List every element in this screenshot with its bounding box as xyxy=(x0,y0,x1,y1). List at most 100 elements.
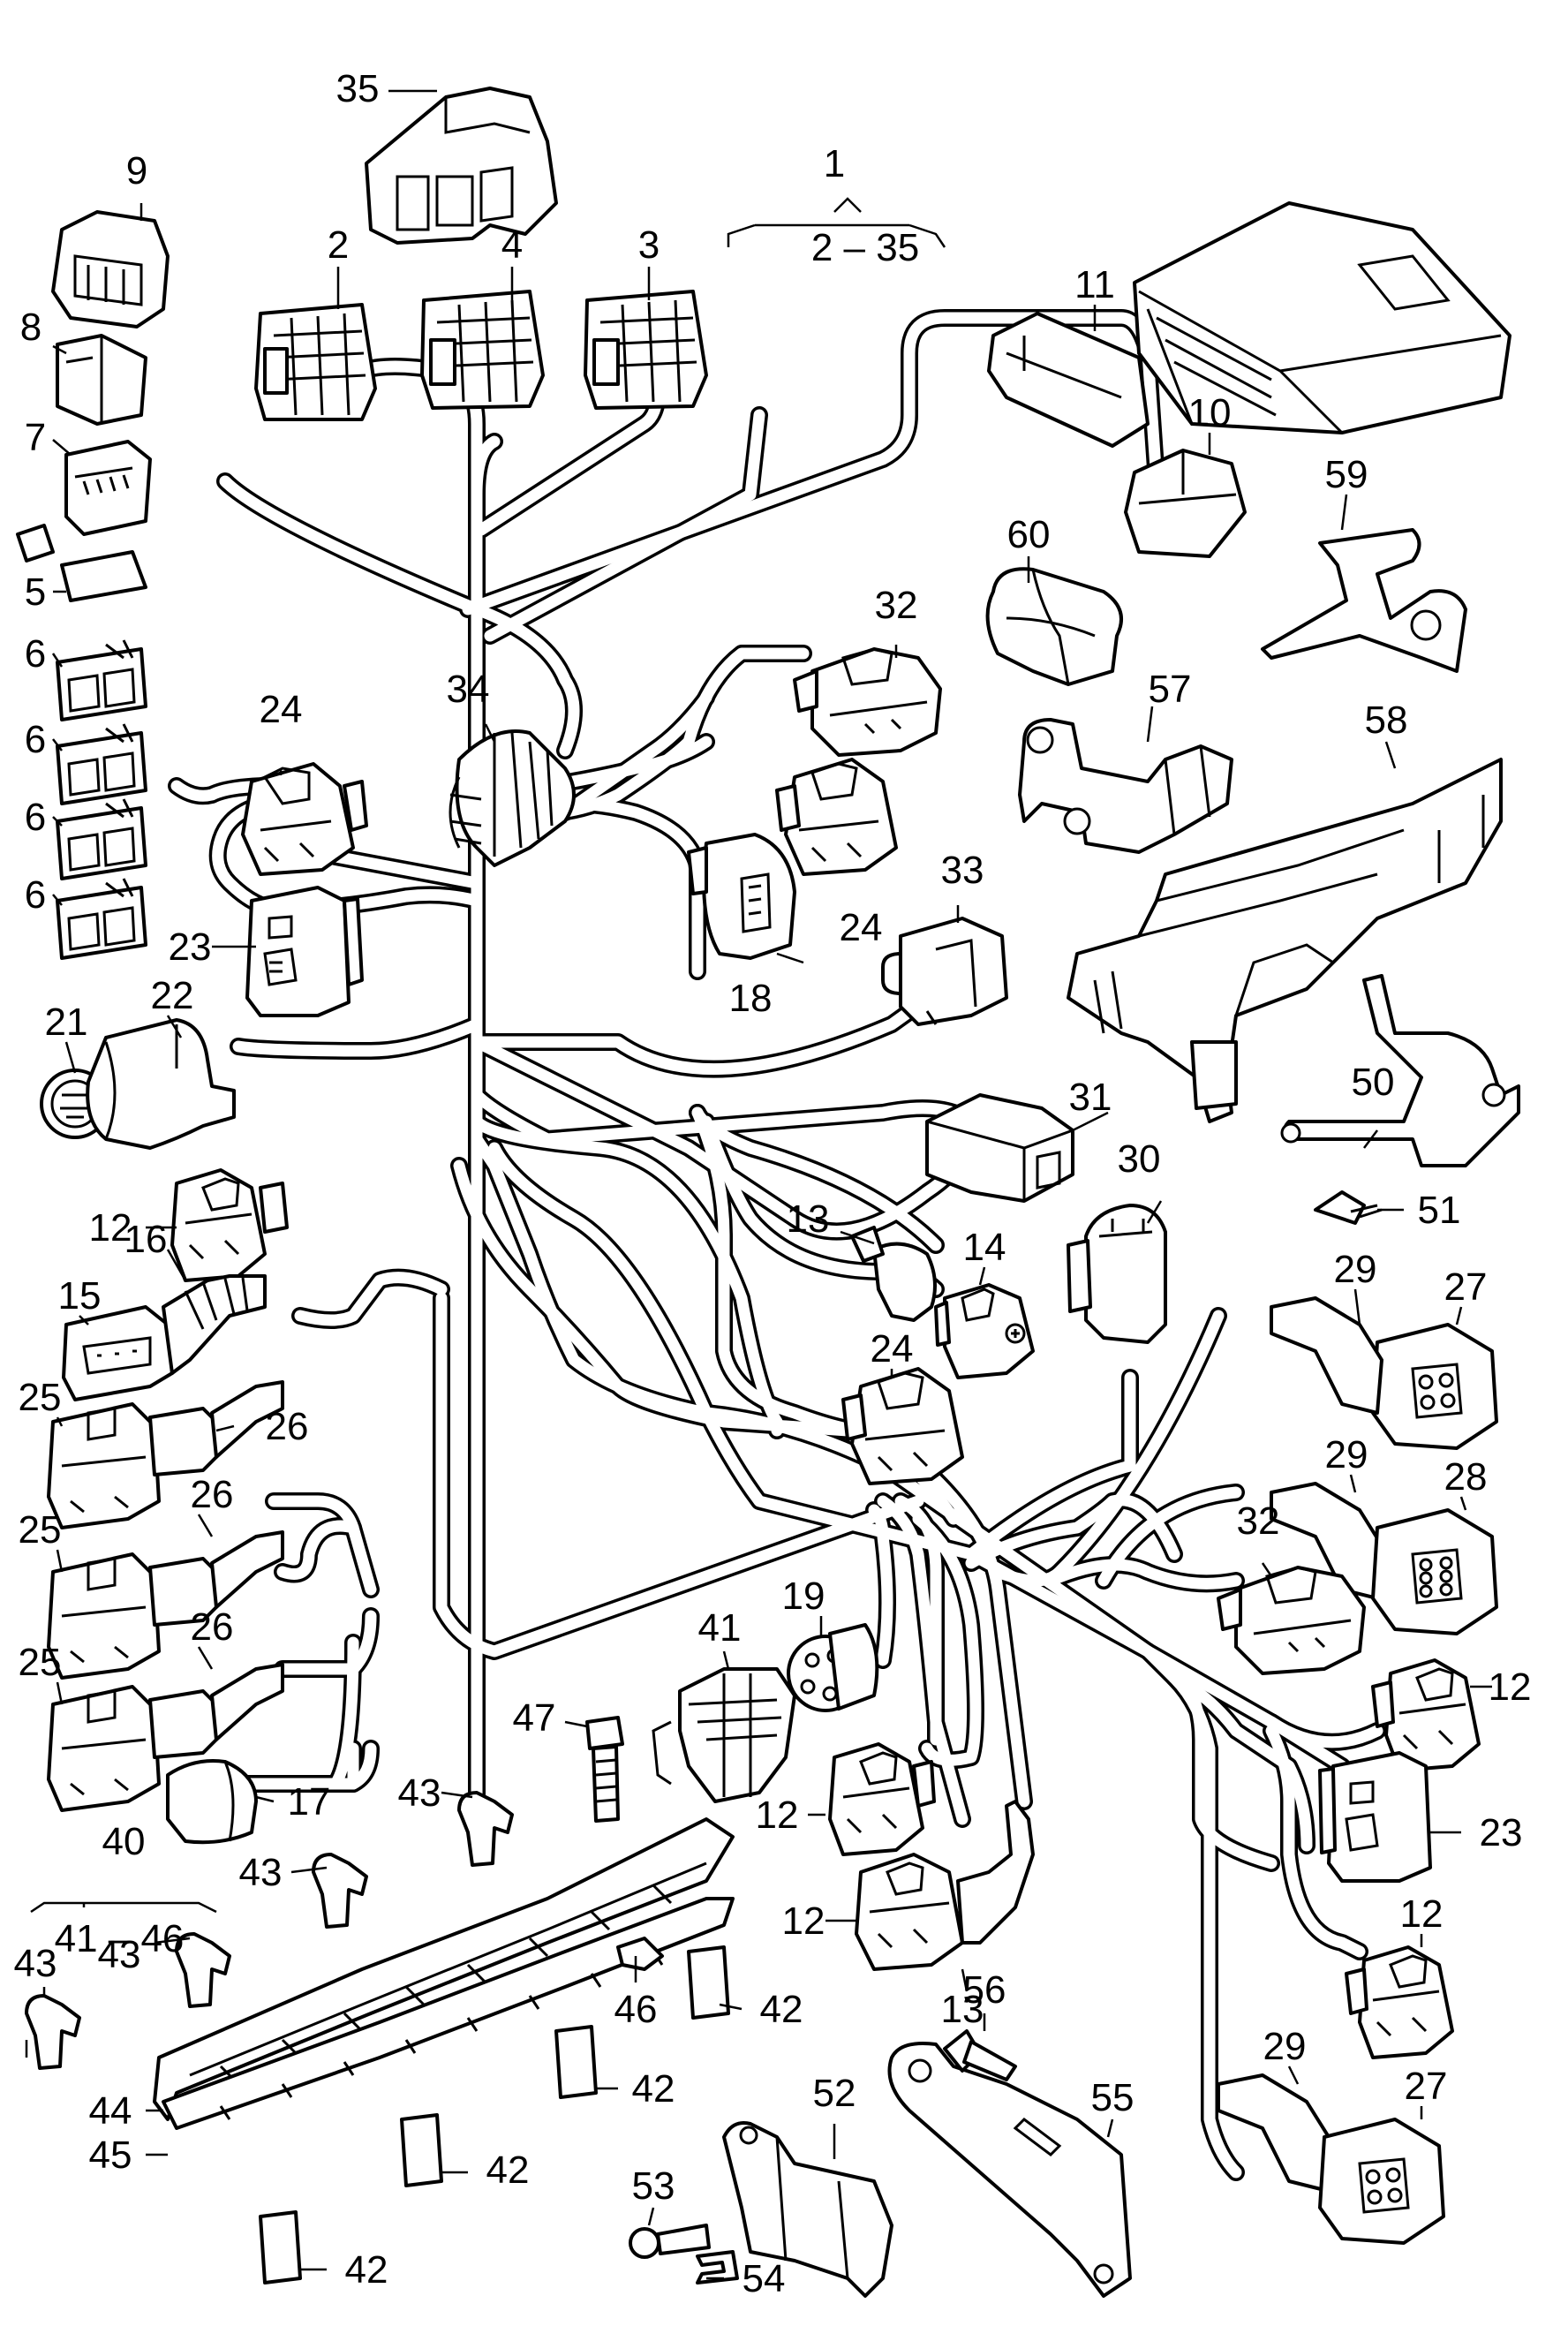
callout-53: 53 xyxy=(632,2164,675,2208)
part-50-bracket xyxy=(1280,974,1520,1167)
callout-6c: 6 xyxy=(25,796,46,839)
callout-60: 60 xyxy=(1007,513,1051,556)
callout-29b: 29 xyxy=(1325,1433,1368,1476)
callout-16: 16 xyxy=(124,1218,168,1261)
part-19-round-connector xyxy=(787,1623,879,1712)
part-31-connector xyxy=(925,1093,1074,1203)
harness-cable-core xyxy=(435,1292,924,1658)
callout-27a: 27 xyxy=(1444,1265,1488,1309)
part-26-sleeves xyxy=(210,1380,284,1741)
callout-11: 11 xyxy=(1074,263,1115,306)
callout-9: 9 xyxy=(126,149,147,193)
part-35-connector-housing xyxy=(365,87,558,245)
callout-1: 1 xyxy=(824,142,845,185)
callout-24b: 24 xyxy=(840,906,883,949)
callout-2: 2 xyxy=(328,223,349,267)
part-56-bolt xyxy=(943,2029,1017,2081)
part-41-sensor xyxy=(652,1667,796,1803)
harness-cable-core xyxy=(965,1371,1136,1560)
part-22-elbow-connector xyxy=(86,1018,236,1150)
callout-19: 19 xyxy=(782,1575,825,1618)
callout-57: 57 xyxy=(1149,668,1192,711)
part-12-connector-mid xyxy=(828,1742,936,1856)
part-53-screw xyxy=(629,2224,711,2259)
callout-41: 41 xyxy=(698,1606,742,1650)
callout-18: 18 xyxy=(729,977,773,1020)
harness-cable-core xyxy=(276,1520,359,1580)
part-51-screw xyxy=(1314,1190,1383,1225)
callout-26b: 26 xyxy=(191,1473,234,1516)
callout-12b: 12 xyxy=(1489,1665,1532,1709)
callout-52: 52 xyxy=(813,2072,856,2115)
callout-59: 59 xyxy=(1325,453,1368,496)
callout-35: 35 xyxy=(336,67,380,110)
harness-cable-core xyxy=(965,1494,1180,1569)
part-14-connector xyxy=(934,1283,1035,1379)
callout-4: 4 xyxy=(501,223,523,267)
part-25-connector-b xyxy=(47,1552,218,1680)
part-29-sleeves xyxy=(1217,1296,1383,2192)
part-40-sensor-rail xyxy=(153,1817,735,2130)
callout-21: 21 xyxy=(45,1001,88,1044)
callout-47: 47 xyxy=(513,1696,556,1740)
callout-26c: 26 xyxy=(191,1605,234,1649)
callout-17: 17 xyxy=(288,1780,331,1824)
callout-32b: 32 xyxy=(1237,1499,1280,1543)
components xyxy=(16,87,1520,2298)
callout-42c: 42 xyxy=(486,2149,530,2192)
callout-29c: 29 xyxy=(1263,2025,1307,2068)
part-57-bracket xyxy=(1018,718,1233,854)
part-10-connector xyxy=(1124,449,1247,558)
callout-50: 50 xyxy=(1352,1061,1395,1104)
callout-32a: 32 xyxy=(875,584,918,627)
callout-56: 56 xyxy=(963,1968,1006,2012)
callout-30: 30 xyxy=(1118,1137,1161,1181)
part-7-connector xyxy=(64,440,152,536)
harness-cable-core xyxy=(219,475,580,757)
control-unit xyxy=(1133,201,1511,434)
callout-42b: 42 xyxy=(632,2067,675,2111)
part-15-connector xyxy=(62,1305,174,1401)
callout-29a: 29 xyxy=(1334,1248,1377,1291)
part-25-connector-c xyxy=(47,1685,218,1812)
callout-6b: 6 xyxy=(25,718,46,761)
part-4-connector xyxy=(420,290,545,410)
callout-51: 51 xyxy=(1418,1189,1461,1232)
callout-43c: 43 xyxy=(98,1933,141,1976)
part-32-connector-low xyxy=(1217,1566,1366,1675)
part-27-connector-top xyxy=(1371,1323,1498,1450)
part-12-connector-right-top xyxy=(1371,1658,1481,1772)
callout-31: 31 xyxy=(1069,1076,1112,1119)
callout-34: 34 xyxy=(447,668,490,711)
harness-cable-core xyxy=(484,409,765,642)
harness-cable-core xyxy=(471,1036,969,1238)
harness-cable-core xyxy=(991,1310,1225,1587)
part-60-clip xyxy=(985,567,1123,686)
harness-cable-core xyxy=(1177,1672,1278,1869)
callout-labels: 1 2 – 35 2 3 4 5 6 6 6 6 7 8 9 10 11 12 … xyxy=(14,67,1532,2300)
callout-40: 40 xyxy=(102,1820,146,1863)
part-30-connector xyxy=(1067,1204,1167,1344)
callout-12c: 12 xyxy=(1400,1892,1444,1936)
harness-cable-core xyxy=(475,382,664,536)
callout-12d: 12 xyxy=(756,1794,799,1837)
callout-10: 10 xyxy=(1188,391,1232,434)
part-27-connector-low xyxy=(1318,2118,1445,2245)
callout-13a: 13 xyxy=(787,1197,830,1241)
callout-43d: 43 xyxy=(14,1942,57,1985)
part-46-clip xyxy=(616,1937,664,1971)
part-2-connector xyxy=(254,303,377,421)
callout-3: 3 xyxy=(638,223,660,267)
part-42-connectors xyxy=(259,1945,730,2284)
callout-24a: 24 xyxy=(260,688,303,731)
part-13-boot-mid xyxy=(850,1226,937,1322)
part-34-grommet xyxy=(449,729,576,867)
harness-cable-core xyxy=(453,1159,854,1437)
part-32-connector-top xyxy=(793,647,942,757)
part-43-sensors xyxy=(25,1791,514,2070)
callout-58: 58 xyxy=(1365,699,1408,742)
harness-cable-core xyxy=(488,1142,977,1560)
harness-cable-core xyxy=(294,1272,448,1326)
callout-42a: 42 xyxy=(760,1988,803,2031)
